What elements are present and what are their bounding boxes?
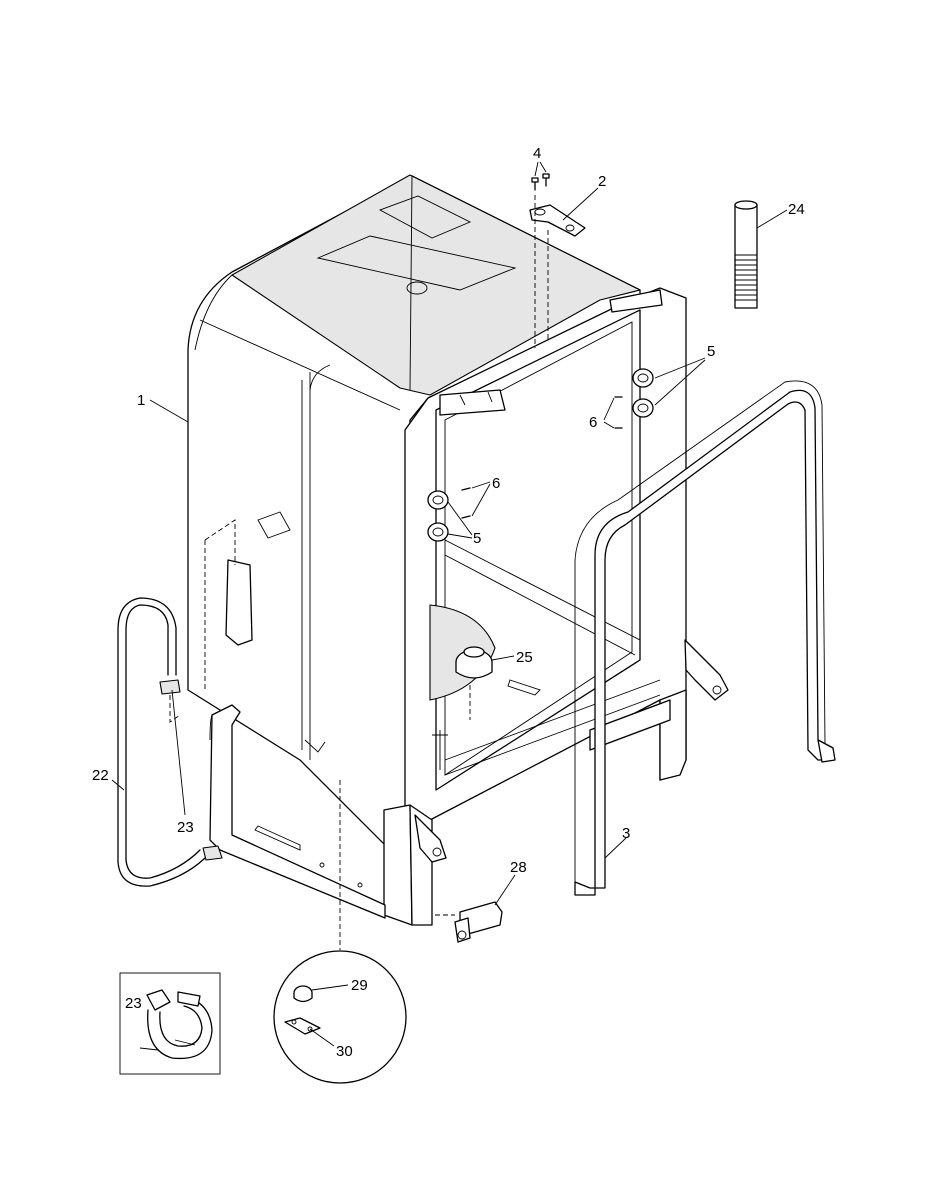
rollers-part-5-right: 5 bbox=[632, 343, 715, 418]
callout-24: 24 bbox=[788, 201, 805, 218]
switch-part-28: 28 bbox=[431, 859, 527, 943]
rollers-part-5-left: 5 bbox=[427, 490, 481, 547]
screws-part-6-right: 6 bbox=[589, 396, 623, 431]
screws-part-6-left: 6 bbox=[461, 475, 500, 519]
callout-29: 29 bbox=[351, 977, 368, 994]
callout-4: 4 bbox=[533, 145, 541, 162]
callout-3: 3 bbox=[622, 825, 630, 842]
sump-part-25: 25 bbox=[455, 646, 533, 720]
vent-tube-part-24: 24 bbox=[734, 200, 805, 309]
drain-hose-part-22: 22 bbox=[92, 597, 206, 887]
screws-part-4: 4 bbox=[531, 145, 550, 348]
callout-23a: 23 bbox=[177, 819, 194, 836]
callout-23b: 23 bbox=[125, 995, 142, 1012]
callout-30: 30 bbox=[336, 1043, 353, 1060]
callout-1: 1 bbox=[137, 392, 145, 409]
callout-5b: 5 bbox=[473, 530, 481, 547]
callout-6b: 6 bbox=[492, 475, 500, 492]
callout-6a: 6 bbox=[589, 414, 597, 431]
tub-part-1: 1 bbox=[137, 174, 729, 926]
callout-25: 25 bbox=[516, 649, 533, 666]
clamp-part-23: 23 bbox=[159, 679, 223, 861]
callout-22: 22 bbox=[92, 767, 109, 784]
gasket-part-3: 3 bbox=[574, 380, 836, 896]
detail-inset-clamp-23: 23 bbox=[119, 972, 221, 1075]
callout-2: 2 bbox=[598, 173, 606, 190]
callout-28: 28 bbox=[510, 859, 527, 876]
bracket-part-2: 2 bbox=[529, 173, 606, 237]
callout-5a: 5 bbox=[707, 343, 715, 360]
detail-inset-29-30: 29 30 bbox=[273, 780, 407, 1084]
